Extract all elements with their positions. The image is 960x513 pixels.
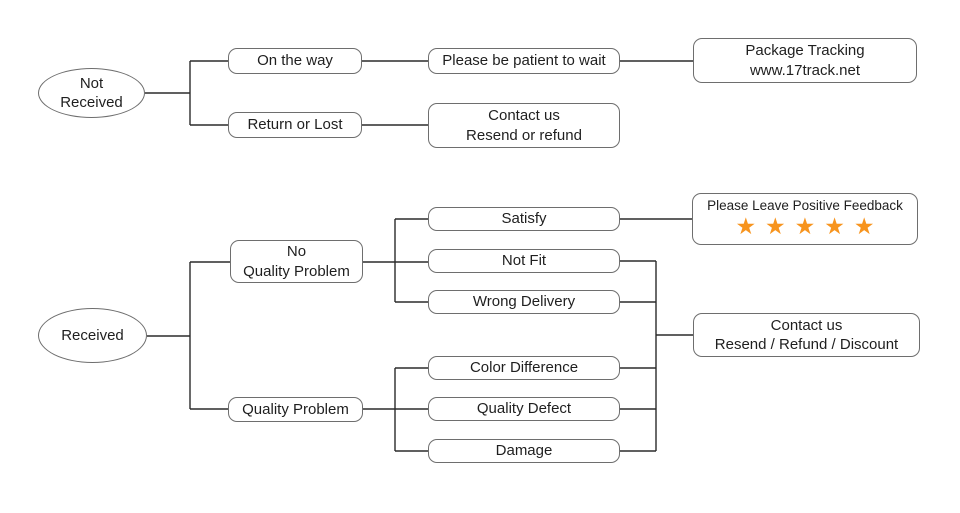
node-wrong-delivery: Wrong Delivery (428, 290, 620, 314)
node-not-fit: Not Fit (428, 249, 620, 273)
node-package-tracking: Package Tracking www.17track.net (693, 38, 917, 83)
node-damage: Damage (428, 439, 620, 463)
feedback-title: Please Leave Positive Feedback (707, 198, 903, 213)
node-quality-problem: Quality Problem (228, 397, 363, 422)
node-color-difference: Color Difference (428, 356, 620, 380)
node-positive-feedback: Please Leave Positive Feedback ★★★★★ (692, 193, 918, 245)
node-contact-us-resend-refund-discount: Contact us Resend / Refund / Discount (693, 313, 920, 357)
star-rating-icon: ★★★★★ (735, 213, 884, 240)
node-return-or-lost: Return or Lost (228, 112, 362, 138)
node-not-received: Not Received (38, 68, 145, 118)
node-on-the-way: On the way (228, 48, 362, 74)
node-contact-us-resend-or-refund: Contact us Resend or refund (428, 103, 620, 148)
node-quality-defect: Quality Defect (428, 397, 620, 421)
node-received: Received (38, 308, 147, 363)
node-no-quality-problem: No Quality Problem (230, 240, 363, 283)
node-satisfy: Satisfy (428, 207, 620, 231)
node-please-be-patient: Please be patient to wait (428, 48, 620, 74)
